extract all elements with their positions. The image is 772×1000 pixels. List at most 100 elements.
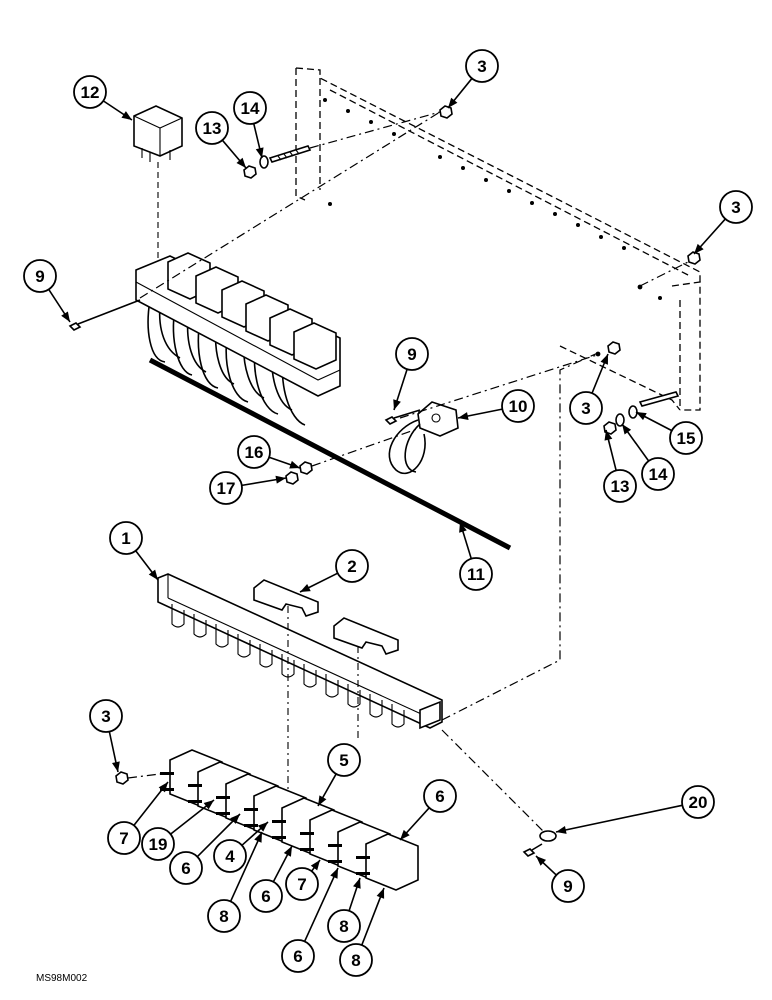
callout-circle	[327, 743, 361, 777]
callout-circle	[603, 469, 637, 503]
callout-circle	[501, 389, 535, 423]
callout-label: 15	[677, 429, 696, 448]
callout-arrowhead	[61, 311, 70, 322]
callout-arrowhead	[283, 846, 292, 857]
callout-label: 14	[649, 465, 668, 484]
callout-arrowhead	[257, 822, 268, 832]
callout-c1: 1	[109, 521, 159, 581]
callout-c8c: 8	[339, 887, 385, 977]
callout-arrowhead	[310, 860, 320, 871]
callout-arrowhead	[255, 147, 264, 158]
callout-label: 3	[101, 707, 110, 726]
callout-arrowhead	[400, 829, 410, 840]
callout-c6c: 6	[249, 845, 293, 913]
callout-circle	[209, 471, 243, 505]
callout-c7b: 7	[285, 859, 321, 901]
callout-c3d: 3	[89, 699, 123, 773]
callout-circle	[327, 909, 361, 943]
callout-arrowhead	[289, 460, 300, 469]
callout-c8b: 8	[327, 877, 361, 943]
callout-label: 2	[347, 557, 356, 576]
callout-label: 9	[35, 267, 44, 286]
callout-arrowhead	[604, 430, 613, 441]
mounting-panel	[295, 67, 701, 411]
callout-arrowhead	[300, 583, 311, 592]
callout-leader	[303, 867, 339, 942]
callout-arrowhead	[556, 826, 567, 834]
callout-label: 16	[245, 443, 264, 462]
callout-c9b: 9	[393, 337, 429, 411]
callout-circle	[395, 337, 429, 371]
callout-leader	[361, 887, 385, 946]
callout-circle	[641, 457, 675, 491]
callout-label: 6	[261, 887, 270, 906]
callout-arrowhead	[121, 111, 132, 120]
callout-circle	[551, 869, 585, 903]
callout-c10: 10	[457, 389, 535, 423]
callout-c12: 12	[73, 75, 133, 121]
bracket-1	[157, 351, 601, 730]
callout-c5: 5	[317, 743, 361, 807]
callout-label: 13	[611, 477, 630, 496]
callout-label: 3	[477, 57, 486, 76]
callout-circle	[459, 557, 493, 591]
callout-label: 17	[217, 479, 236, 498]
callout-label: 3	[581, 399, 590, 418]
callout-c3c: 3	[569, 353, 609, 425]
callout-arrowhead	[148, 569, 158, 580]
fasteners	[68, 111, 701, 485]
callout-circle	[335, 549, 369, 583]
callout-arrowhead	[236, 157, 246, 168]
callout-arrowhead	[376, 888, 385, 899]
drawing-code: MS98M002	[36, 973, 88, 984]
callout-leader	[555, 804, 683, 833]
callout-circle	[465, 49, 499, 83]
callout-circle	[719, 190, 753, 224]
callout-arrowhead	[254, 832, 262, 843]
callout-c8a: 8	[207, 831, 263, 933]
callout-c6b: 6	[169, 813, 241, 885]
callout-circle	[423, 779, 457, 813]
callout-arrowhead	[318, 795, 327, 806]
callout-circle	[73, 75, 107, 109]
callout-label: 6	[181, 859, 190, 878]
callout-c19: 19	[141, 799, 215, 861]
callout-label: 7	[297, 875, 306, 894]
callout-c3a: 3	[447, 49, 499, 109]
callout-label: 6	[435, 787, 444, 806]
callout-label: 12	[81, 83, 100, 102]
clips-2	[253, 579, 399, 838]
callout-arrowhead	[111, 761, 120, 772]
callout-circle	[213, 839, 247, 873]
callout-circle	[281, 939, 315, 973]
callout-arrowhead	[458, 412, 469, 420]
callout-c6a: 6	[399, 779, 457, 841]
bolt-nut-washer-top	[243, 105, 453, 179]
callout-c15: 15	[635, 411, 703, 455]
callout-circle	[23, 259, 57, 293]
callout-circle	[669, 421, 703, 455]
callout-c13b: 13	[603, 429, 637, 503]
callout-leader	[196, 813, 241, 858]
callout-label: 9	[563, 877, 572, 896]
callout-c20: 20	[555, 785, 715, 834]
callout-arrowhead	[622, 424, 632, 435]
callout-arrowhead	[694, 243, 704, 254]
callout-arrowhead	[600, 354, 608, 365]
callout-arrowhead	[448, 97, 458, 108]
callout-label: 10	[509, 397, 528, 416]
callout-label: 8	[219, 907, 228, 926]
callout-c2: 2	[299, 549, 369, 593]
callout-c4: 4	[213, 821, 269, 873]
callout-arrowhead	[330, 868, 338, 879]
callout-circle	[681, 785, 715, 819]
callout-circle	[107, 821, 141, 855]
callout-label: 8	[339, 917, 348, 936]
callout-circle	[207, 899, 241, 933]
callout-label: 20	[689, 793, 708, 812]
callout-c3b: 3	[693, 190, 753, 255]
callout-label: 3	[731, 198, 740, 217]
callout-circle	[249, 879, 283, 913]
callout-label: 19	[149, 835, 168, 854]
